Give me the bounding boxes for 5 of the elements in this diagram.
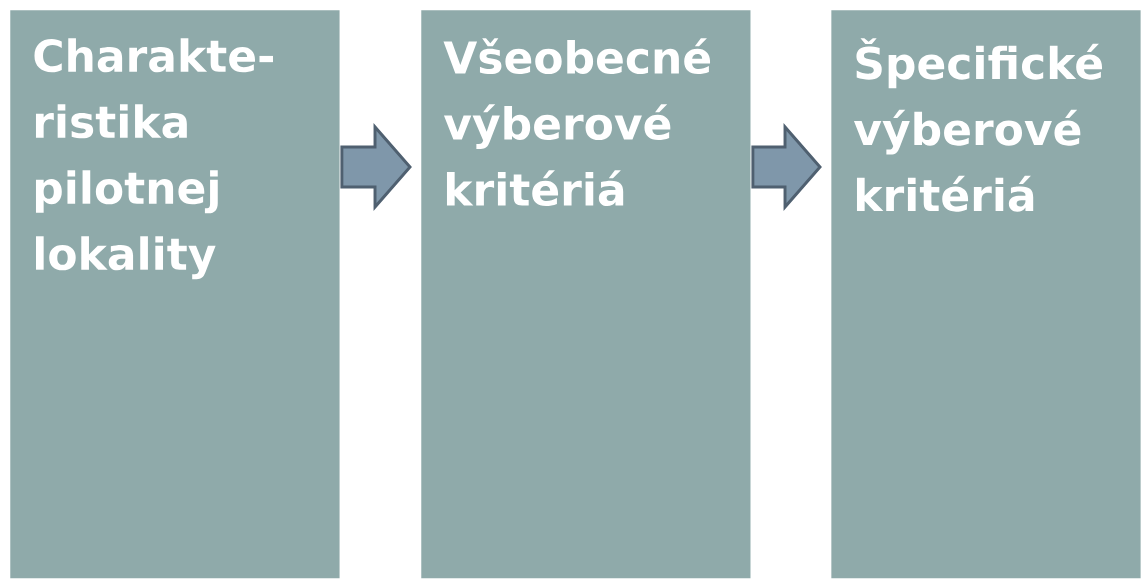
block-arrow — [340, 123, 412, 211]
process-box: Charakte-ristika pilotnej lokality — [10, 10, 340, 579]
block-arrow — [751, 123, 822, 211]
process-box: Špecifické výberové kritériá — [831, 10, 1141, 579]
process-box: Všeobecné výberové kritériá — [421, 10, 751, 579]
